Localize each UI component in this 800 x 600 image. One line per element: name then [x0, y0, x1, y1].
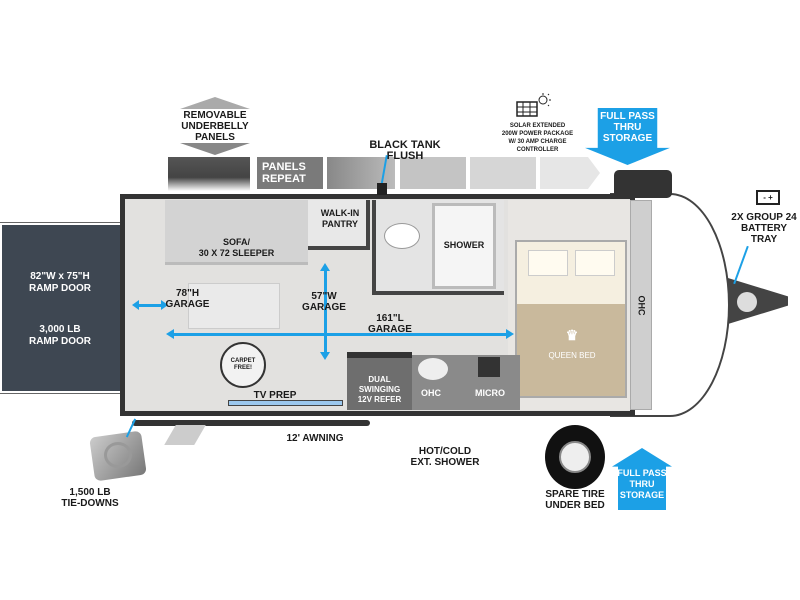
solar-label: SOLAR EXTENDED 200W POWER PACKAGE W/ 30 …	[501, 123, 574, 153]
panels-repeat-label: PANELS REPEAT	[262, 161, 306, 185]
pantry-label: WALK-IN PANTRY	[320, 208, 360, 229]
tie-downs-label: 1,500 LB TIE-DOWNS	[61, 487, 119, 509]
leader-line	[733, 245, 749, 285]
ext-shower-label: HOT/COLD EXT. SHOWER	[410, 446, 480, 468]
underbelly-panels	[168, 157, 250, 191]
garage-width-arrow	[324, 270, 327, 354]
carpet-free-badge	[220, 342, 266, 388]
awning-label: 12' AWNING	[286, 433, 344, 444]
stove	[478, 357, 500, 377]
black-tank-flush-port	[377, 183, 387, 195]
front-ohc	[630, 200, 652, 410]
sofa-label: SOFA/ 30 X 72 SLEEPER	[198, 237, 275, 258]
garage-height-label: 78"H GARAGE	[165, 288, 210, 310]
arrowhead-icon	[506, 329, 514, 339]
solar-panel-icon	[516, 93, 551, 117]
panels-repeat-block	[257, 157, 323, 189]
arrowhead-icon	[132, 300, 139, 310]
garage-length-label: 161"L GARAGE	[368, 313, 412, 335]
sofa	[165, 200, 308, 265]
ramp-door-size: 82"W x 75"H RAMP DOOR	[28, 271, 92, 294]
battery-icon: - +	[756, 190, 780, 205]
panel	[400, 157, 466, 189]
pillow	[575, 250, 615, 276]
crown-icon: ♛	[565, 327, 579, 343]
tie-down-ring	[104, 442, 132, 468]
down-arrow-icon	[180, 143, 250, 155]
window	[228, 400, 343, 406]
garage-height-arrow	[138, 304, 162, 307]
black-tank-flush-label: BLACK TANK FLUSH	[369, 139, 441, 162]
carpet-free-label: CARPET FREE!	[230, 358, 256, 371]
removable-panels-label: REMOVABLE UNDERBELLY PANELS	[181, 110, 249, 143]
queen-bed-label: QUEEN BED	[548, 351, 596, 360]
garage-length-arrow	[172, 333, 508, 336]
front-ohc-label: OHC	[636, 295, 647, 316]
propane-tank	[737, 292, 757, 312]
shower	[432, 203, 496, 289]
toilet	[384, 223, 420, 249]
up-arrow-icon	[180, 97, 250, 109]
panel	[470, 157, 536, 189]
pantry	[308, 200, 370, 250]
shower-label: SHOWER	[443, 240, 485, 250]
garage-width-label: 57"W GARAGE	[302, 291, 346, 313]
sink	[418, 358, 448, 380]
front-storage-hatch	[614, 170, 672, 198]
pillow	[528, 250, 568, 276]
battery-label: 2X GROUP 24 BATTERY TRAY	[731, 212, 797, 245]
pass-thru-storage-label-bottom: FULL PASS THRU STORAGE	[617, 468, 667, 500]
arrowhead-icon	[320, 263, 330, 271]
refrigerator-label: DUAL SWINGING 12V REFER	[357, 375, 402, 404]
spare-tire-label: SPARE TIRE UNDER BED	[545, 489, 605, 511]
arrowhead-icon	[166, 329, 174, 339]
ramp-door-capacity: 3,000 LB RAMP DOOR	[28, 324, 92, 347]
arrowhead-icon	[161, 300, 168, 310]
microwave-label: MICRO	[475, 388, 505, 398]
table	[188, 283, 280, 329]
arrowhead-icon	[320, 352, 330, 360]
panel-arrow	[540, 157, 600, 189]
spare-tire-wheel	[559, 441, 591, 473]
kitchen-ohc-label: OHC	[421, 388, 441, 398]
entry-step	[164, 425, 206, 445]
tv-prep-label: TV PREP	[253, 390, 297, 401]
pass-thru-storage-label-top: FULL PASS THRU STORAGE	[600, 111, 655, 144]
refrigerator	[347, 352, 412, 410]
ramp-door	[0, 222, 125, 394]
awning-rail	[132, 420, 370, 426]
